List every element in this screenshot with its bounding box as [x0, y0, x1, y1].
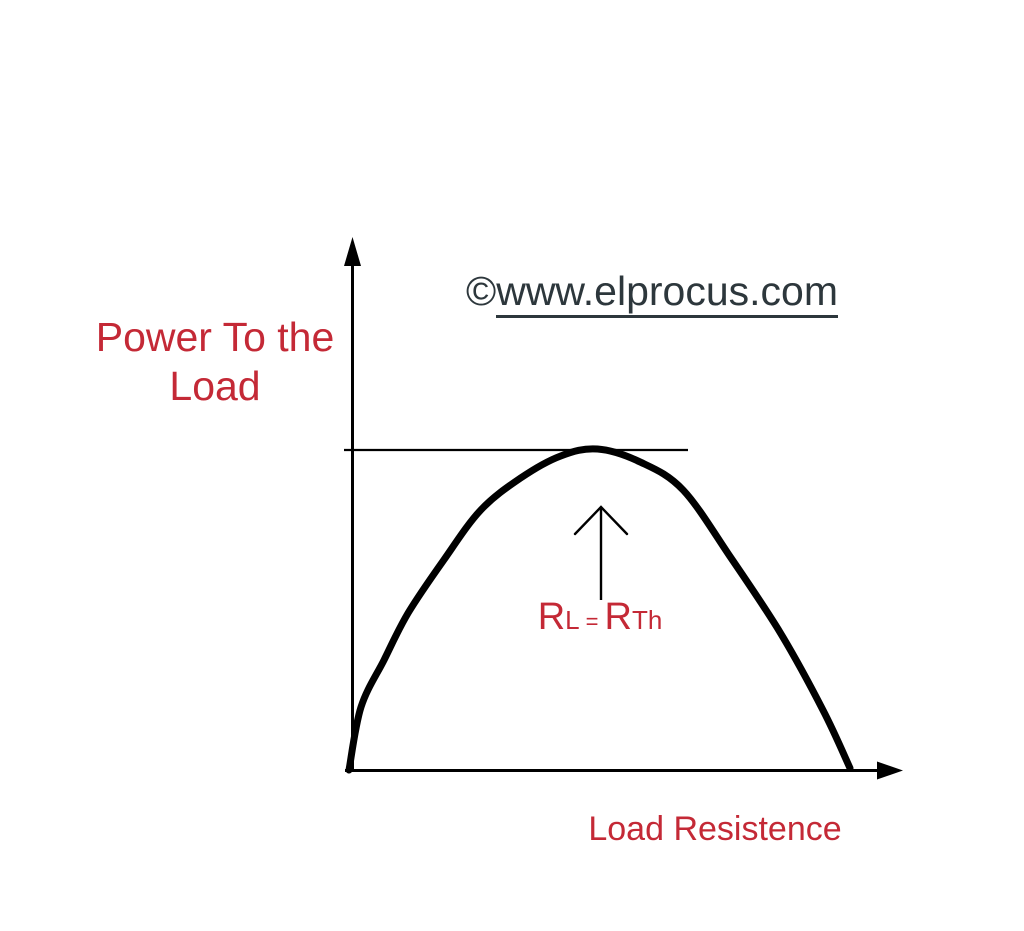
peak-arrow-head — [573, 505, 629, 536]
watermark-url: www.elprocus.com — [496, 268, 838, 318]
power-curve — [345, 445, 854, 774]
peak-label-r1: R — [537, 596, 566, 638]
watermark: ©www.elprocus.com — [440, 268, 864, 318]
y-axis-arrowhead — [344, 237, 361, 266]
peak-label-r2: R — [604, 596, 632, 638]
y-axis-label: Power To the Load — [95, 314, 335, 409]
x-axis-label: Load Resistence — [588, 810, 842, 848]
peak-label-sub2: Th — [631, 605, 663, 635]
peak-equality-label: RL=RTh — [510, 596, 690, 639]
x-axis-arrowhead — [877, 761, 903, 780]
watermark-copyright-symbol: © — [466, 268, 497, 314]
peak-label-eq: = — [585, 609, 599, 634]
peak-label-sub1: L — [565, 605, 580, 635]
